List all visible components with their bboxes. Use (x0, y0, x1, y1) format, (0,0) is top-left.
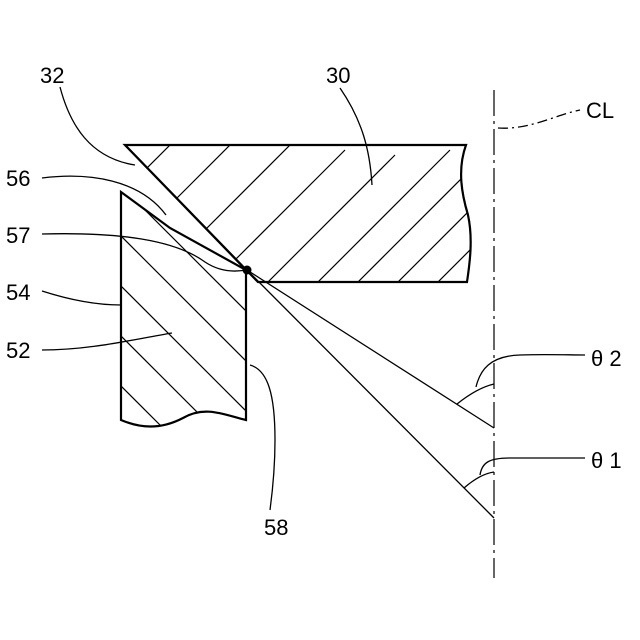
label-32: 32 (40, 63, 64, 88)
label-theta2: θ 2 (591, 346, 622, 371)
leader-54 (42, 291, 121, 305)
leader-theta1 (480, 458, 585, 475)
label-52: 52 (6, 338, 30, 363)
leader-32 (60, 87, 135, 165)
label-56: 56 (6, 166, 30, 191)
angle-line-theta2 (247, 270, 494, 428)
label-54: 54 (6, 280, 30, 305)
leader-56 (42, 176, 166, 215)
leader-58 (250, 365, 275, 510)
angle-arc-theta2 (457, 384, 494, 404)
label-cl: CL (586, 98, 614, 123)
label-58: 58 (264, 515, 288, 540)
angle-arc-theta1 (464, 472, 494, 488)
label-30: 30 (326, 63, 350, 88)
leader-cl (498, 110, 580, 128)
label-theta1: θ 1 (591, 448, 622, 473)
angle-line-theta1 (247, 270, 494, 518)
leader-theta2 (476, 355, 585, 387)
label-57: 57 (6, 223, 30, 248)
